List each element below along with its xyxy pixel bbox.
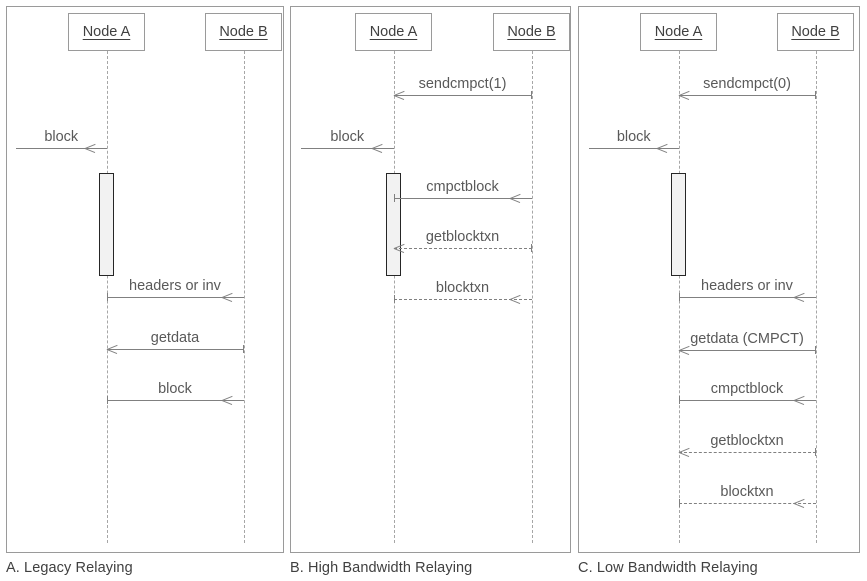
- message-label: sendcmpct(1): [418, 76, 507, 92]
- message-start-tick: [393, 295, 395, 303]
- message-line: [301, 148, 394, 149]
- panel-caption-a: A. Legacy Relaying: [6, 560, 133, 576]
- message-start-tick: [106, 396, 108, 404]
- message-line: [393, 299, 532, 300]
- message-label: block: [44, 129, 79, 145]
- message-label: cmpctblock: [710, 381, 784, 397]
- panel-caption-b: B. High Bandwidth Relaying: [290, 560, 473, 576]
- actor-label-node-a: Node A: [654, 24, 703, 40]
- message-line: [393, 95, 532, 96]
- message-line: [678, 350, 816, 351]
- lifeline-node-b-panel-c: [815, 51, 817, 543]
- message-line: [393, 248, 532, 249]
- message-line: [589, 148, 679, 149]
- message-start-tick: [678, 499, 680, 507]
- actor-box-node-a-panel-a: Node A: [68, 13, 145, 51]
- message-line: [678, 452, 816, 453]
- actor-label-node-a: Node A: [369, 24, 418, 40]
- message-label: block: [158, 381, 192, 397]
- panel-legacy-relaying: [6, 6, 284, 553]
- actor-box-node-b-panel-b: Node B: [493, 13, 570, 51]
- message-start-tick: [242, 345, 244, 353]
- message-start-tick: [678, 293, 680, 301]
- message-line: [678, 297, 816, 298]
- actor-box-node-b-panel-c: Node B: [777, 13, 854, 51]
- message-label: getdata (CMPCT): [690, 331, 804, 347]
- message-line: [106, 400, 244, 401]
- actor-box-node-b-panel-a: Node B: [205, 13, 282, 51]
- message-start-tick: [678, 396, 680, 404]
- message-label: block: [616, 129, 651, 145]
- actor-label-node-b: Node B: [219, 24, 268, 40]
- message-line: [678, 400, 816, 401]
- message-label: getblocktxn: [425, 229, 500, 245]
- lifeline-node-b-panel-b: [531, 51, 533, 543]
- message-line: [106, 349, 244, 350]
- lifeline-node-b-panel-a: [243, 51, 245, 543]
- panel-high-bandwidth-relaying: [290, 6, 571, 553]
- activation-bar-node-a-panel-c: [671, 173, 686, 276]
- message-line: [106, 297, 244, 298]
- actor-label-node-a: Node A: [82, 24, 131, 40]
- actor-box-node-a-panel-b: Node A: [355, 13, 432, 51]
- message-start-tick: [530, 91, 532, 99]
- message-label: getdata: [150, 330, 200, 346]
- message-line: [678, 95, 816, 96]
- message-line: [393, 198, 532, 199]
- message-label: headers or inv: [701, 278, 793, 294]
- message-label: blocktxn: [720, 484, 774, 500]
- message-label: headers or inv: [129, 278, 221, 294]
- panel-caption-c: C. Low Bandwidth Relaying: [578, 560, 758, 576]
- message-start-tick: [106, 293, 108, 301]
- message-label: getblocktxn: [710, 433, 784, 449]
- message-label: block: [330, 129, 365, 145]
- actor-box-node-a-panel-c: Node A: [640, 13, 717, 51]
- panel-low-bandwidth-relaying: [578, 6, 860, 553]
- actor-label-node-b: Node B: [791, 24, 840, 40]
- message-start-tick: [814, 91, 816, 99]
- message-start-tick: [814, 346, 816, 354]
- actor-label-node-b: Node B: [507, 24, 556, 40]
- message-start-tick: [393, 194, 395, 202]
- message-line: [16, 148, 107, 149]
- message-start-tick: [814, 448, 816, 456]
- message-start-tick: [530, 244, 532, 252]
- message-line: [678, 503, 816, 504]
- message-label: sendcmpct(0): [703, 76, 791, 92]
- message-label: cmpctblock: [426, 179, 499, 195]
- message-label: blocktxn: [435, 280, 490, 296]
- activation-bar-node-a-panel-a: [99, 173, 114, 276]
